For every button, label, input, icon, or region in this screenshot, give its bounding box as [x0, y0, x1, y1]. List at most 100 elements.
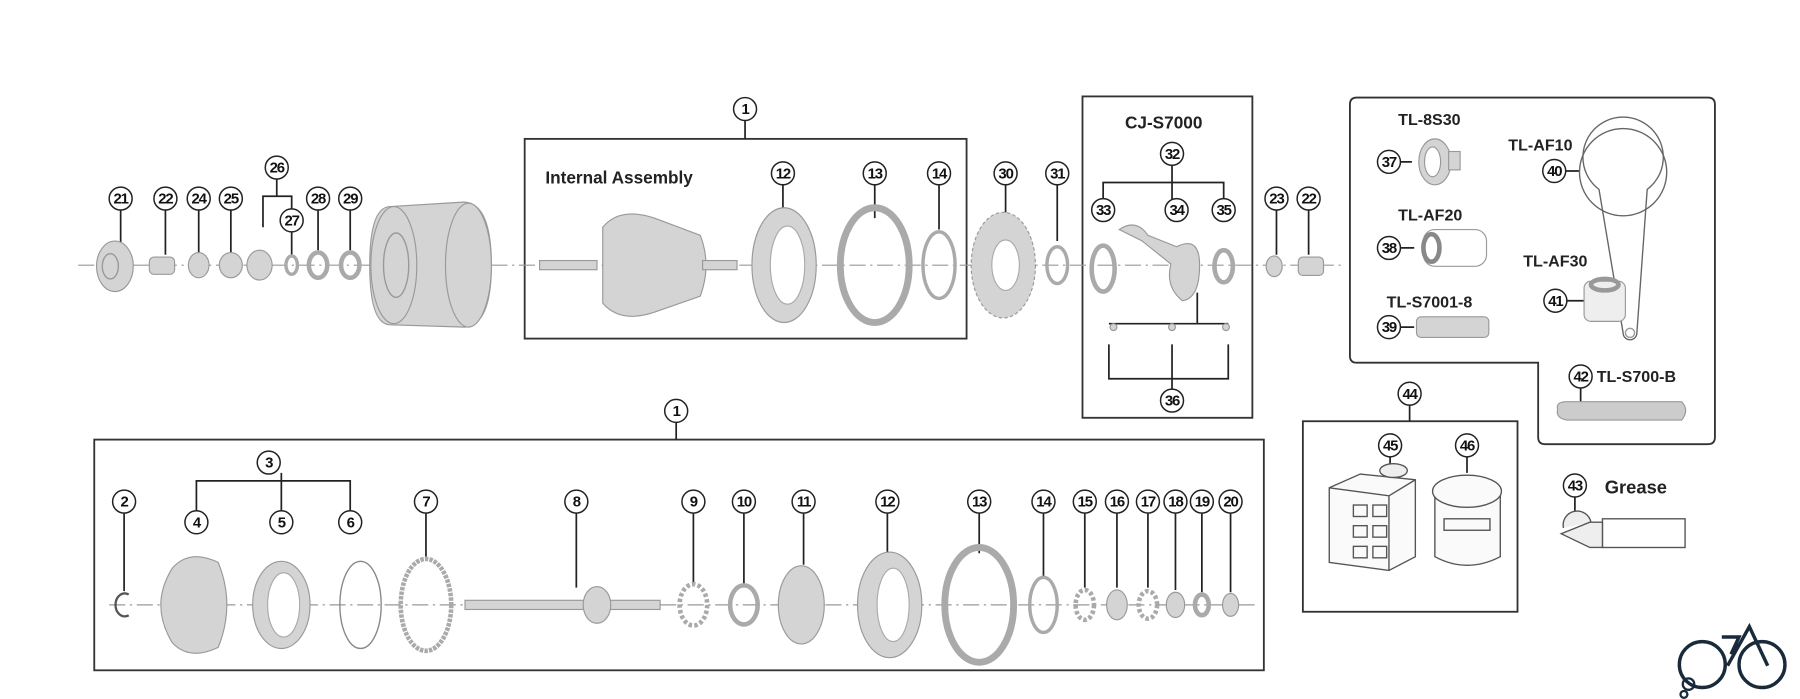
callout-number: 26 — [270, 160, 285, 177]
callout-circle — [993, 161, 1018, 186]
callout-number: 5 — [278, 514, 286, 531]
callout-number: 23 — [1269, 191, 1284, 208]
callout-circle — [1543, 288, 1568, 313]
callout-circle — [1377, 433, 1403, 458]
callout-18: 18 — [1163, 489, 1188, 514]
tools — [1415, 116, 1687, 421]
callout-46: 46 — [1454, 433, 1480, 458]
bicycle-logo — [1677, 622, 1787, 699]
callout-8: 8 — [564, 489, 589, 514]
callout-9: 9 — [681, 489, 706, 514]
callout-14: 14 — [1031, 489, 1056, 514]
callout-35: 35 — [1211, 197, 1236, 223]
callout-23: 23 — [1264, 186, 1289, 211]
callout-circle — [1045, 161, 1070, 186]
bottom-row-parts — [114, 544, 1240, 666]
callout-circle — [305, 186, 331, 211]
callout-number: 1 — [741, 101, 749, 118]
callout-circle — [875, 489, 900, 514]
callout-number: 33 — [1096, 202, 1111, 219]
internal-assembly-label: Internal Assembly — [545, 168, 693, 188]
callout-number: 14 — [932, 165, 948, 182]
callout-number: 7 — [422, 494, 430, 511]
callout-number: 22 — [158, 191, 173, 208]
tl-af30-label: TL-AF30 — [1523, 252, 1587, 270]
callout-circle — [1376, 149, 1402, 175]
callout-14: 14 — [926, 161, 952, 186]
callout-number: 2 — [121, 494, 129, 511]
callout-38: 38 — [1376, 235, 1402, 261]
callout-19: 19 — [1189, 489, 1215, 514]
tl-af20-label: TL-AF20 — [1398, 206, 1462, 224]
callout-circle — [681, 489, 706, 514]
callout-circle — [1376, 235, 1402, 261]
callout-26: 26 — [264, 155, 289, 180]
callout-circle — [1542, 158, 1567, 184]
leader-lines — [119, 119, 1585, 593]
callout-number: 46 — [1460, 437, 1475, 454]
callout-number: 31 — [1050, 165, 1065, 182]
callout-circle — [1218, 489, 1243, 514]
maintenance-kit — [1328, 463, 1503, 572]
cj-s7000-label: CJ-S7000 — [1125, 113, 1202, 133]
callout-circle — [269, 510, 294, 535]
callout-44: 44 — [1397, 381, 1422, 406]
callout-number: 18 — [1168, 494, 1183, 511]
tl-s7001-8-label: TL-S7001-8 — [1387, 294, 1473, 312]
callout-5: 5 — [269, 510, 294, 535]
callout-20: 20 — [1218, 489, 1243, 514]
callout-circle — [337, 186, 363, 211]
callout-42: 42 — [1568, 364, 1593, 389]
callout-number: 17 — [1141, 494, 1156, 511]
callout-32: 32 — [1159, 141, 1185, 167]
callout-circle — [1031, 489, 1056, 514]
callout-30: 30 — [993, 161, 1018, 186]
callout-circle — [791, 489, 816, 514]
callout-circle — [218, 186, 244, 211]
callout-number: 3 — [265, 455, 273, 472]
callout-number: 27 — [285, 212, 300, 229]
callout-number: 10 — [737, 494, 752, 511]
callout-12: 12 — [875, 489, 900, 514]
callout-number: 22 — [1301, 191, 1316, 208]
callout-number: 12 — [880, 494, 895, 511]
callout-circle — [862, 161, 887, 186]
callout-7: 7 — [413, 489, 439, 514]
callout-21: 21 — [108, 186, 133, 211]
callout-circle — [279, 208, 304, 233]
callout-number: 42 — [1573, 369, 1588, 386]
callout-circle — [1397, 381, 1422, 406]
callout-circle — [337, 510, 363, 535]
callout-circle — [564, 489, 589, 514]
callout-11: 11 — [791, 489, 816, 514]
callout-circle — [1562, 473, 1588, 498]
callout-number: 38 — [1382, 240, 1397, 257]
callout-number: 34 — [1169, 202, 1185, 219]
callout-34: 34 — [1164, 197, 1189, 223]
callout-22: 22 — [153, 186, 178, 211]
callout-number: 19 — [1195, 494, 1210, 511]
callout-number: 35 — [1217, 202, 1232, 219]
callout-number: 15 — [1078, 494, 1093, 511]
callout-number: 40 — [1547, 163, 1562, 180]
callout-12: 12 — [770, 161, 796, 186]
callout-number: 13 — [868, 165, 883, 182]
callout-circle — [1376, 314, 1402, 340]
callout-1: 1 — [663, 398, 689, 424]
callout-circle — [108, 186, 133, 211]
callout-number: 16 — [1110, 494, 1125, 511]
callout-43: 43 — [1562, 473, 1588, 498]
callout-17: 17 — [1135, 489, 1161, 514]
grease-label: Grease — [1605, 477, 1667, 498]
tl-s700-b-label: TL-S700-B — [1597, 368, 1676, 386]
callout-33: 33 — [1090, 197, 1116, 223]
callout-circle — [184, 510, 209, 535]
callout-circle — [1104, 489, 1130, 514]
callout-number: 21 — [114, 191, 129, 208]
cj-s7000-frame — [1081, 95, 1254, 419]
callout-41: 41 — [1543, 288, 1568, 313]
callout-number: 36 — [1165, 393, 1180, 410]
callout-number: 32 — [1165, 146, 1180, 163]
callout-10: 10 — [731, 489, 757, 514]
callout-circle — [1159, 388, 1185, 413]
